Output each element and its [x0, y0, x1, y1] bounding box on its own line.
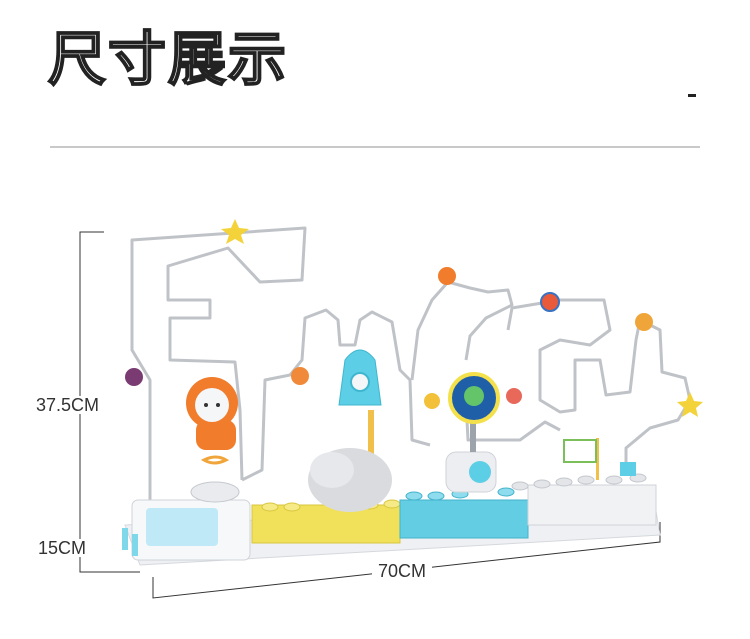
planet-icon	[291, 367, 309, 385]
star-icon	[221, 219, 249, 244]
height-dimension-line	[79, 231, 104, 510]
battery-screen	[146, 508, 218, 546]
wire-maze	[130, 226, 692, 500]
grey-brick	[527, 484, 657, 526]
globe-land	[464, 386, 484, 406]
rocket-stand	[368, 410, 374, 460]
rocket-window	[350, 372, 370, 392]
planet-icon	[424, 393, 440, 409]
depth-dimension-label: 15CM	[38, 538, 87, 558]
depth-dimension-line	[79, 510, 140, 573]
planet-icon	[635, 313, 653, 331]
title-dash	[688, 94, 696, 97]
width-dimension-label: 70CM	[372, 562, 433, 580]
flag	[563, 438, 636, 480]
rocket-figure	[308, 349, 392, 512]
title-divider	[50, 146, 700, 148]
yellow-brick	[251, 504, 401, 544]
spring-base	[190, 481, 240, 503]
decorations	[125, 219, 703, 417]
astronaut-face	[195, 388, 229, 422]
flag-block	[620, 462, 636, 476]
planet-icon	[506, 388, 522, 404]
flag-pole	[596, 438, 599, 480]
flag-banner	[563, 439, 597, 463]
grey-studs	[511, 473, 647, 491]
astronaut-figure	[186, 377, 240, 503]
cyan-studs	[405, 487, 515, 501]
star-icon	[677, 392, 703, 417]
planet-icon	[125, 368, 143, 386]
planet-icon	[438, 267, 456, 285]
cyan-brick	[399, 499, 529, 539]
tower-button	[469, 461, 491, 483]
globe-tower	[445, 372, 500, 493]
planet-icon	[540, 292, 560, 312]
spring	[200, 455, 230, 465]
base-platform	[122, 473, 661, 566]
height-dimension-label: 37.5CM	[36, 395, 100, 415]
teal-edge	[122, 528, 138, 556]
page-title: 尺寸展示	[47, 25, 289, 93]
tower-pole	[470, 420, 476, 452]
